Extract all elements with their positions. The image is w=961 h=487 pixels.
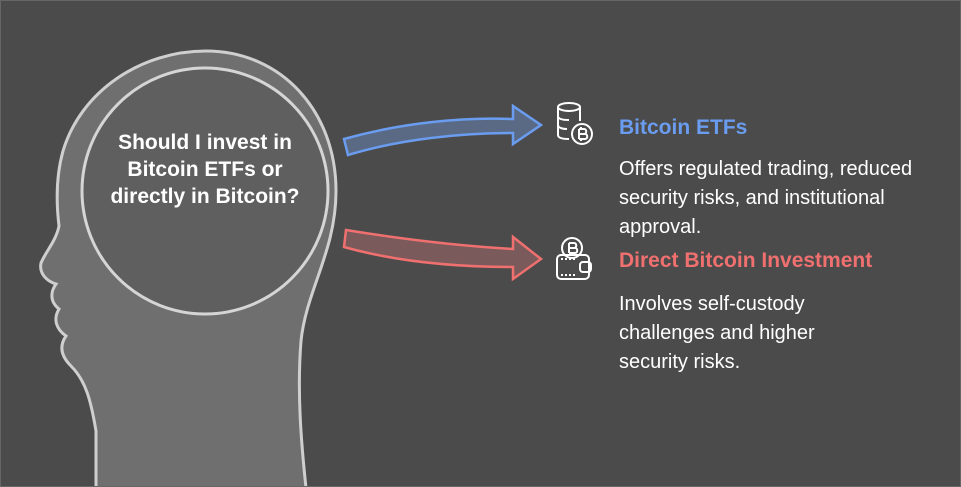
option-desc-direct-bitcoin: Involves self-custody challenges and hig… xyxy=(619,293,815,373)
option-title-direct-bitcoin: Direct Bitcoin Investment xyxy=(619,249,873,272)
thought-circle xyxy=(80,66,330,316)
arrow-to-direct xyxy=(342,228,544,282)
option-desc-bitcoin-etfs: Offers regulated trading, reduced securi… xyxy=(619,158,913,238)
arrow-to-etf xyxy=(342,103,544,157)
coin-stack-bitcoin-icon xyxy=(557,102,593,145)
question-text: Should I invest in Bitcoin ETFs or direc… xyxy=(110,131,300,208)
wallet-bitcoin-icon xyxy=(556,237,592,280)
option-title-bitcoin-etfs: Bitcoin ETFs xyxy=(619,116,748,139)
